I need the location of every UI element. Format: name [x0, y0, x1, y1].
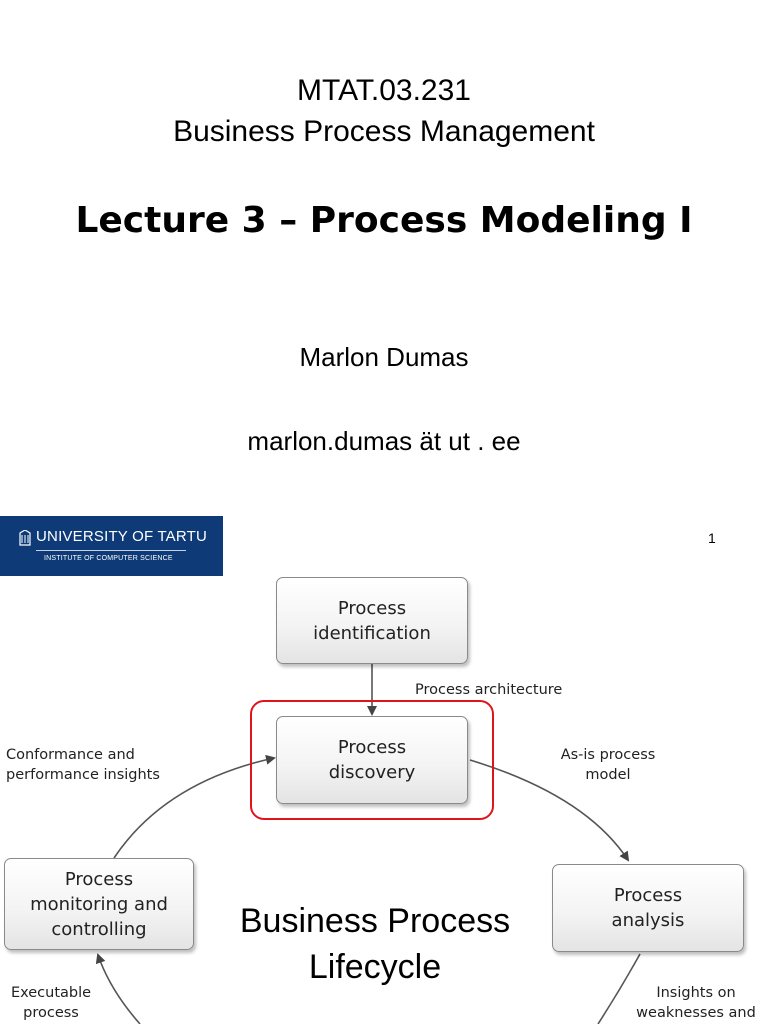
- arrow-monitoring-to-discovery: [113, 754, 276, 859]
- university-logo: UNIVERSITY OF TARTU INSTITUTE OF COMPUTE…: [0, 516, 223, 576]
- logo-institute-name: INSTITUTE OF COMPUTER SCIENCE: [44, 555, 173, 562]
- process-identification-box: Process identification: [276, 577, 468, 664]
- course-name: Business Process Management: [173, 115, 595, 148]
- label-as-is-model: As-is process model: [560, 747, 656, 783]
- label-process-architecture: Process architecture: [415, 682, 563, 698]
- course-code: MTAT.03.231: [297, 74, 471, 107]
- logo-university-name: UNIVERSITY OF TARTU: [36, 528, 208, 545]
- arrow-analysis-onward: [597, 953, 641, 1024]
- arrow-discovery-to-analysis: [469, 759, 630, 862]
- discovery-highlight: [250, 700, 494, 820]
- lecture-title: Lecture 3 – Process Modeling I: [75, 200, 693, 241]
- process-analysis-box: Process analysis: [552, 864, 744, 952]
- author-email: marlon.dumas ät ut . ee: [247, 426, 521, 456]
- arrow-into-monitoring: [95, 953, 141, 1024]
- logo-divider: [36, 550, 186, 551]
- label-executable-process: Executable process: [10, 985, 92, 1021]
- lifecycle-center-label: Business Process Lifecycle: [239, 902, 511, 986]
- process-discovery-box: Process discovery: [276, 716, 468, 804]
- page-number: 1: [708, 530, 716, 546]
- crest-icon: [19, 530, 31, 546]
- label-insights-weaknesses: Insights on weaknesses and: [636, 985, 756, 1021]
- author-name: Marlon Dumas: [299, 342, 469, 372]
- process-monitoring-box: Process monitoring and controlling: [4, 858, 194, 950]
- label-conformance-insights: Conformance and performance insights: [6, 747, 160, 783]
